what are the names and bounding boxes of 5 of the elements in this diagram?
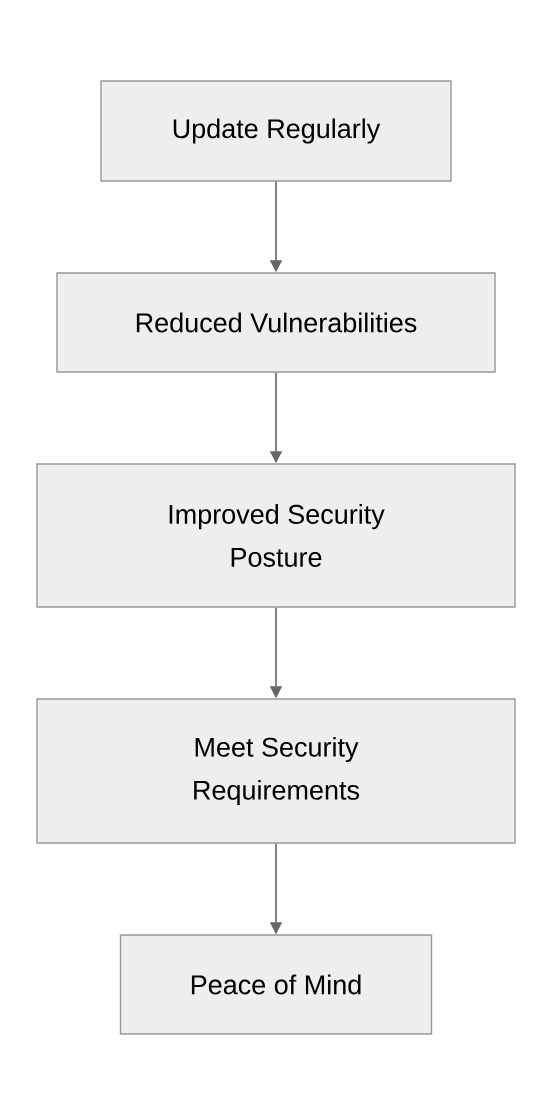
- process-box: Meet Security Requirements: [36, 698, 516, 844]
- process-box: Improved Security Posture: [36, 463, 516, 608]
- process-box: Peace of Mind: [119, 934, 433, 1035]
- process-box: Update Regularly: [100, 80, 452, 182]
- process-box: Reduced Vulnerabilities: [56, 272, 496, 373]
